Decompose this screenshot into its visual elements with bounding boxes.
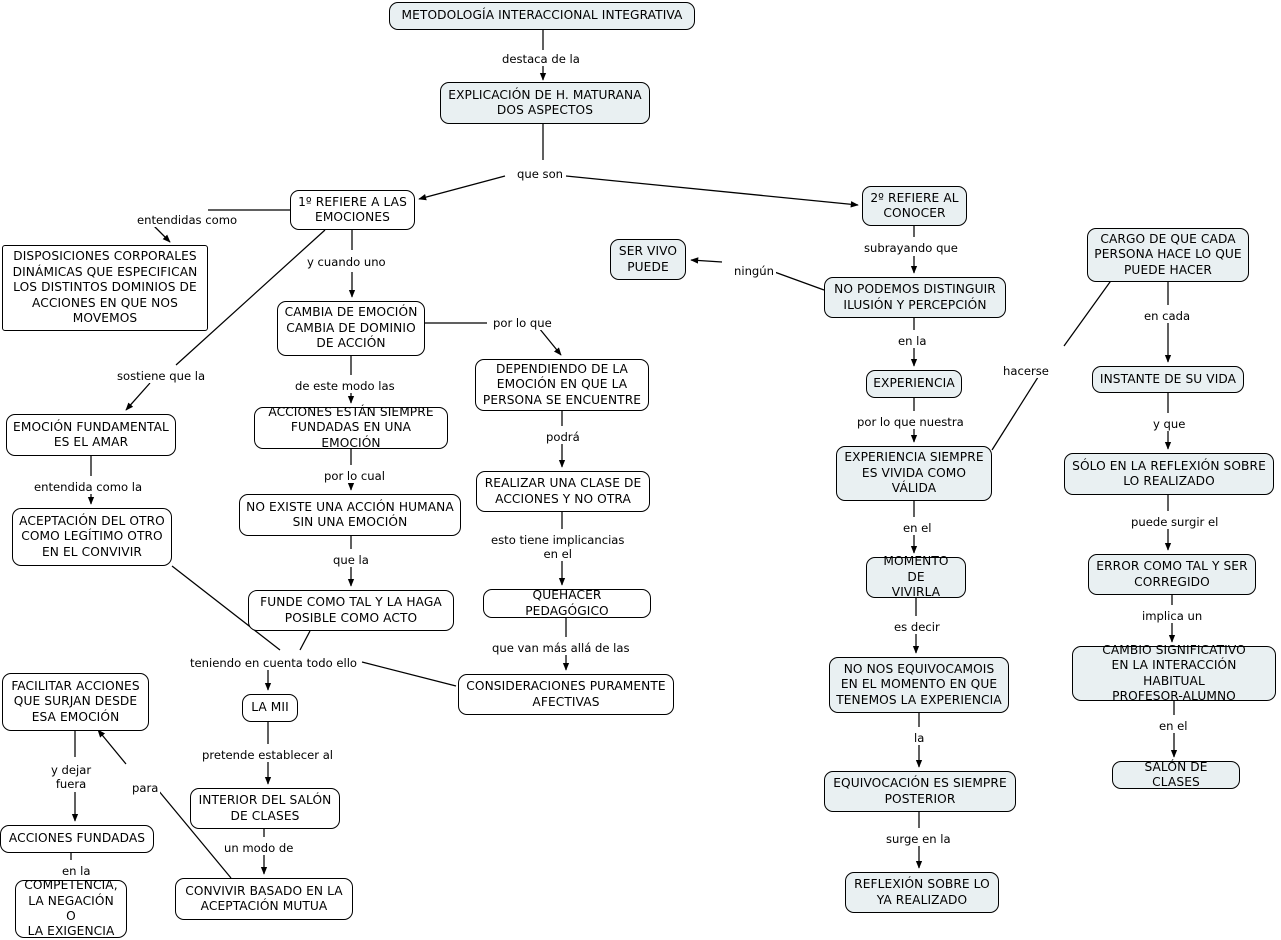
node-experiencia-siempre-valida[interactable]: EXPERIENCIA SIEMPRE ES VIVIDA COMO VÁLID… (836, 446, 992, 501)
edge-label-por-lo-que: por lo que (491, 316, 554, 330)
node-equivocacion-posterior[interactable]: EQUIVOCACIÓN ES SIEMPRE POSTERIOR (824, 771, 1016, 812)
node-error-como-tal-corregido[interactable]: ERROR COMO TAL Y SER CORREGIDO (1088, 554, 1256, 595)
node-convivir-aceptacion-mutua[interactable]: CONVIVIR BASADO EN LA ACEPTACIÓN MUTUA (175, 878, 353, 920)
node-cambia-emocion-dominio[interactable]: CAMBIA DE EMOCIÓN CAMBIA DE DOMINIO DE A… (277, 301, 425, 356)
node-cargo-cada-persona[interactable]: CARGO DE QUE CADA PERSONA HACE LO QUE PU… (1087, 228, 1249, 282)
node-interior-salon-clases[interactable]: INTERIOR DEL SALÓN DE CLASES (190, 788, 340, 829)
node-instante-de-su-vida[interactable]: INSTANTE DE SU VIDA (1092, 366, 1244, 393)
edge-label-en-el-momento: en el (901, 521, 934, 535)
node-consideraciones-afectivas[interactable]: CONSIDERACIONES PURAMENTE AFECTIVAS (458, 674, 674, 715)
edge-label-y-que: y que (1151, 417, 1188, 431)
node-emocion-fundamental-amar[interactable]: EMOCIÓN FUNDAMENTAL ES EL AMAR (6, 414, 176, 456)
edge-quesor-n4 (565, 175, 859, 208)
node-funde-como-tal[interactable]: FUNDE COMO TAL Y LA HAGA POSIBLE COMO AC… (248, 590, 454, 631)
edge-label-implica-un: implica un (1140, 609, 1205, 623)
node-explicacion-maturana[interactable]: EXPLICACIÓN DE H. MATURANA DOS ASPECTOS (440, 82, 650, 124)
edge-n7-n6 (690, 257, 723, 264)
node-acciones-fundadas[interactable]: ACCIONES FUNDADAS (0, 825, 154, 853)
edge-label-entendidas-como: entendidas como (135, 213, 240, 227)
node-ser-vivo-puede[interactable]: SER VIVO PUEDE (610, 239, 686, 280)
edge-label-la: la (912, 731, 927, 745)
edge-teniendo-n27 (361, 661, 457, 687)
edge-label-pretende-establecer-al: pretende establecer al (200, 748, 336, 762)
edge-label-hacerse: hacerse (1001, 364, 1051, 378)
edge-n15-n8-stem (991, 373, 1041, 451)
edge-label-destaca-de-la: destaca de la (500, 52, 582, 66)
edge-label-un-modo-de: un modo de (222, 841, 296, 855)
node-dependiendo-emocion[interactable]: DEPENDIENDO DE LA EMOCIÓN EN QUE LA PERS… (475, 359, 649, 411)
edge-label-de-este-modo-las: de este modo las (293, 379, 397, 393)
node-quehacer-pedagogico[interactable]: QUEHACER PEDAGÓGICO (483, 588, 651, 618)
edge-label-por-lo-cual: por lo cual (322, 469, 387, 483)
edge-label-esto-tiene-implicancias: esto tiene implicancias en el (489, 533, 627, 561)
edge-label-y-dejar-fuera: y dejar fuera (49, 763, 94, 791)
edge-label-para: para (130, 781, 161, 795)
node-salon-de-clases[interactable]: SALÓN DE CLASES (1112, 760, 1240, 789)
edge-label-ningun: ningún (732, 264, 776, 278)
edge-label-en-cada: en cada (1142, 309, 1193, 323)
edge-n7-n6-stem (768, 269, 825, 291)
edge-quesor-n3 (418, 175, 506, 201)
node-aceptacion-del-otro[interactable]: ACEPTACIÓN DEL OTRO COMO LEGÍTIMO OTRO E… (12, 508, 172, 566)
edge-label-en-la-experiencia: en la (896, 334, 929, 348)
edge-label-que-van-mas-alla: que van más allá de las (490, 641, 632, 655)
edge-label-y-cuando-uno: y cuando uno (305, 255, 388, 269)
edge-label-podra: podrá (544, 430, 582, 444)
edge-label-surge-en-la: surge en la (884, 832, 953, 846)
edge-n34-n26 (97, 729, 127, 765)
node-disposiciones-corporales[interactable]: DISPOSICIONES CORPORALES DINÁMICAS QUE E… (2, 245, 208, 331)
node-momento-de-vivirla[interactable]: MOMENTO DE VIVIRLA (866, 554, 966, 599)
edge-label-subrayando-que: subrayando que (862, 241, 960, 255)
node-reflexion-ya-realizado[interactable]: REFLEXIÓN SOBRE LO YA REALIZADO (845, 872, 999, 913)
node-experiencia[interactable]: EXPERIENCIA (866, 370, 962, 398)
edge-label-por-lo-que-nuestra: por lo que nuestra (855, 415, 966, 429)
node-no-existe-accion-humana[interactable]: NO EXISTE UNA ACCIÓN HUMANA SIN UNA EMOC… (239, 494, 461, 536)
node-no-nos-equivocamois[interactable]: NO NOS EQUIVOCAMOIS EN EL MOMENTO EN QUE… (829, 657, 1009, 713)
edge-n22-teniendo (299, 630, 311, 651)
node-facilitar-acciones[interactable]: FACILITAR ACCIONES QUE SURJAN DESDE ESA … (2, 673, 149, 731)
node-solo-reflexion-lo-realizado[interactable]: SÓLO EN LA REFLEXIÓN SOBRE LO REALIZADO (1064, 453, 1274, 495)
edge-label-que-la: que la (331, 553, 371, 567)
edge-label-entendida-como-la: entendida como la (32, 480, 145, 494)
edge-label-es-decir: es decir (892, 620, 942, 634)
edge-label-teniendo-en-cuenta: teniendo en cuenta todo ello (188, 656, 360, 670)
node-metodologia-interaccional-integrativa[interactable]: METODOLOGÍA INTERACCIONAL INTEGRATIVA (389, 2, 695, 30)
edge-label-en-el-salon: en el (1157, 719, 1190, 733)
edge-n9-n10 (538, 327, 562, 356)
node-segundo-refiere-conocer[interactable]: 2º REFIERE AL CONOCER (862, 186, 967, 226)
node-realizar-clase-acciones[interactable]: REALIZAR UNA CLASE DE ACCIONES Y NO OTRA (476, 471, 650, 512)
edge-n3-n13 (125, 382, 151, 411)
node-primero-refiere-emociones[interactable]: 1º REFIERE A LAS EMOCIONES (290, 190, 415, 230)
edge-label-en-la-competencia: en la (60, 864, 93, 878)
node-la-mii[interactable]: LA MII (242, 694, 298, 722)
node-acciones-fundadas-emocion[interactable]: ACCIONES ESTÁN SIEMPRE FUNDADAS EN UNA E… (254, 405, 448, 450)
node-no-podemos-distinguir[interactable]: NO PODEMOS DISTINGUIR ILUSIÓN Y PERCEPCI… (824, 277, 1006, 318)
node-competencia-negacion-exigencia[interactable]: COMPETENCIA, LA NEGACIÓN O LA EXIGENCIA (15, 878, 127, 938)
node-cambio-significativo-interaccion[interactable]: CAMBIO SIGNIFICATIVO EN LA INTERACCIÓN H… (1072, 643, 1276, 703)
edge-label-puede-surgir-el: puede surgir el (1129, 515, 1221, 529)
edge-label-sostiene-que-la: sostiene que la (115, 369, 208, 383)
edge-label-que-son: que son (515, 167, 566, 181)
